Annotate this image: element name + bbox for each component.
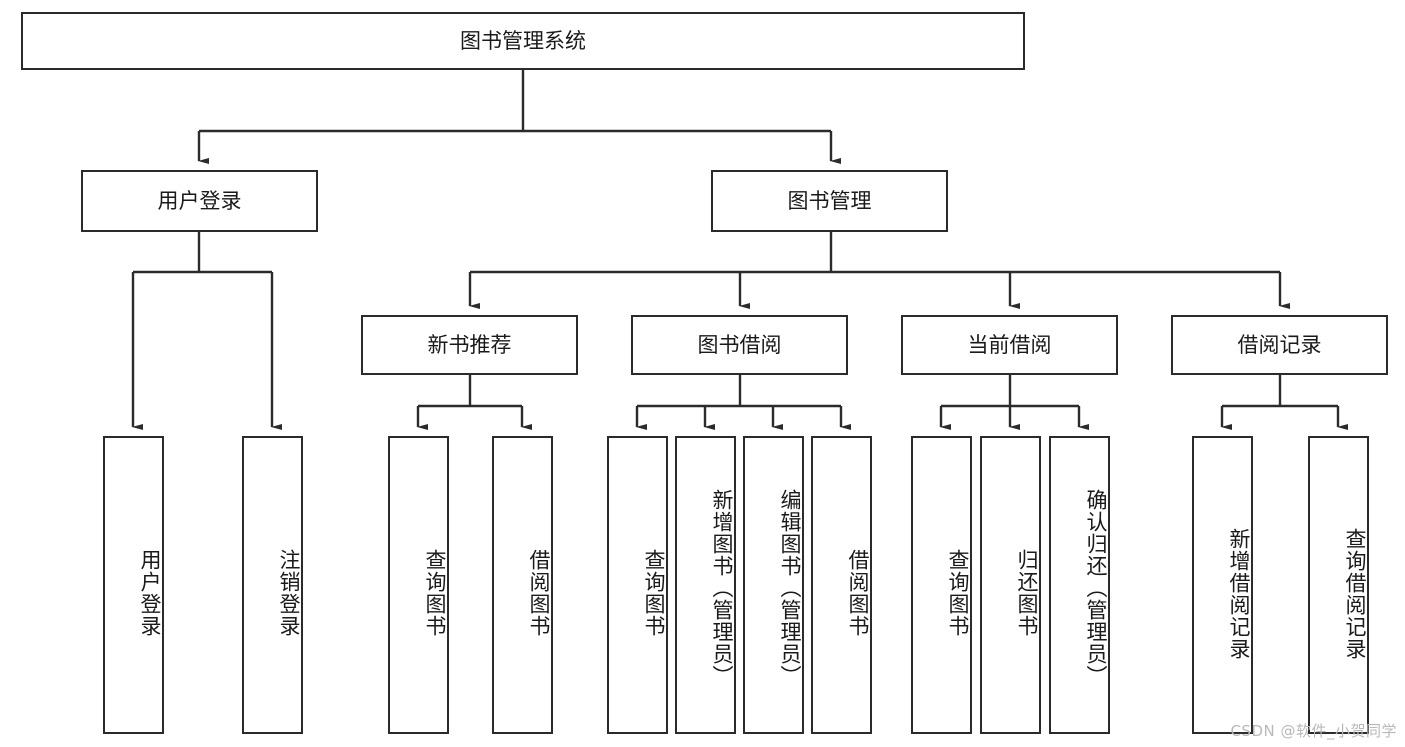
node-leaf-query-record[interactable]: 查询借阅记录 xyxy=(1308,436,1369,734)
node-leaf-return-book[interactable]: 归还图书 xyxy=(980,436,1041,734)
node-new-book-recommend-label: 新书推荐 xyxy=(427,332,512,357)
node-leaf-confirm-return[interactable]: 确认归还（管理员） xyxy=(1049,436,1110,734)
node-leaf-query-book-2[interactable]: 查询图书 xyxy=(607,436,668,734)
node-leaf-user-login[interactable]: 用户登录 xyxy=(103,436,164,734)
node-borrow-record[interactable]: 借阅记录 xyxy=(1171,315,1388,375)
node-leaf-borrow-book-1[interactable]: 借阅图书 xyxy=(492,436,553,734)
node-leaf-logout-login-label: 注销登录 xyxy=(277,549,301,637)
node-leaf-add-record[interactable]: 新增借阅记录 xyxy=(1192,436,1253,734)
node-leaf-add-book[interactable]: 新增图书（管理员） xyxy=(675,436,736,734)
node-leaf-borrow-book-2[interactable]: 借阅图书 xyxy=(811,436,872,734)
node-current-borrow[interactable]: 当前借阅 xyxy=(901,315,1118,375)
node-leaf-confirm-return-label: 确认归还（管理员） xyxy=(1084,489,1108,687)
node-current-borrow-label: 当前借阅 xyxy=(967,332,1052,357)
node-new-book-recommend[interactable]: 新书推荐 xyxy=(361,315,578,375)
node-leaf-user-login-label: 用户登录 xyxy=(138,549,162,637)
node-leaf-query-record-label: 查询借阅记录 xyxy=(1343,528,1367,660)
node-leaf-edit-book[interactable]: 编辑图书（管理员） xyxy=(743,436,804,734)
node-leaf-query-book-2-label: 查询图书 xyxy=(642,549,666,637)
node-book-management-label: 图书管理 xyxy=(787,188,872,213)
node-leaf-logout-login[interactable]: 注销登录 xyxy=(242,436,303,734)
node-leaf-borrow-book-2-label: 借阅图书 xyxy=(846,549,870,637)
node-user-login-label: 用户登录 xyxy=(157,188,242,213)
node-user-login[interactable]: 用户登录 xyxy=(81,170,318,232)
node-leaf-return-book-label: 归还图书 xyxy=(1015,549,1039,637)
node-root-label: 图书管理系统 xyxy=(460,28,586,53)
node-leaf-query-book-3-label: 查询图书 xyxy=(946,549,970,637)
node-borrow-record-label: 借阅记录 xyxy=(1237,332,1322,357)
node-book-borrow[interactable]: 图书借阅 xyxy=(631,315,848,375)
node-leaf-query-book-3[interactable]: 查询图书 xyxy=(911,436,972,734)
watermark-text: CSDN @软件_小贺同学 xyxy=(1230,722,1397,740)
node-book-borrow-label: 图书借阅 xyxy=(697,332,782,357)
node-book-management[interactable]: 图书管理 xyxy=(711,170,948,232)
node-leaf-add-book-label: 新增图书（管理员） xyxy=(710,489,734,687)
node-leaf-query-book-1-label: 查询图书 xyxy=(423,549,447,637)
node-leaf-borrow-book-1-label: 借阅图书 xyxy=(527,549,551,637)
node-leaf-query-book-1[interactable]: 查询图书 xyxy=(388,436,449,734)
node-leaf-add-record-label: 新增借阅记录 xyxy=(1227,528,1251,660)
node-root[interactable]: 图书管理系统 xyxy=(21,12,1025,70)
node-leaf-edit-book-label: 编辑图书（管理员） xyxy=(778,489,802,687)
